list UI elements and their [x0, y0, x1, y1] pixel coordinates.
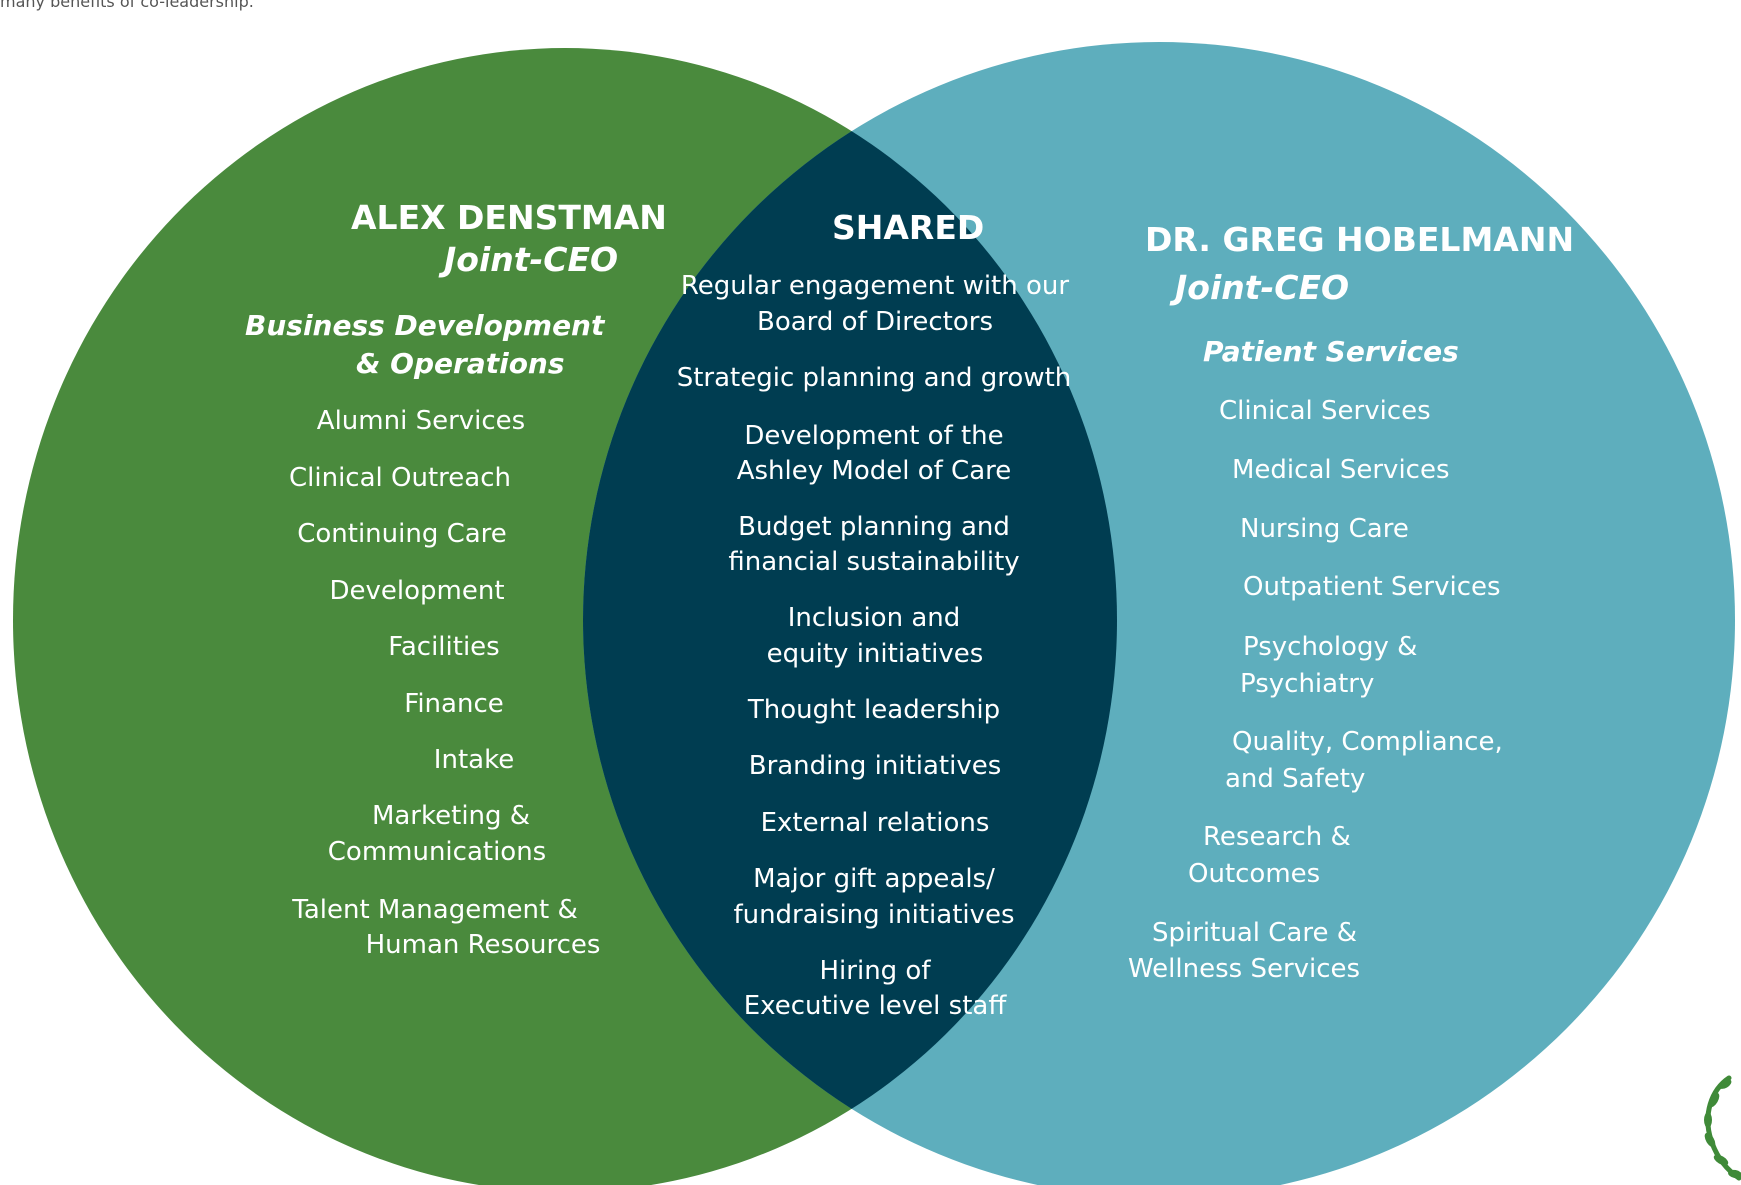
- left-item-intake: Intake: [433, 745, 515, 775]
- shared-item-board-2: Board of Directors: [757, 307, 993, 337]
- overlap-region: [583, 48, 1117, 1185]
- shared-item-model-1: Development of the: [744, 421, 1004, 451]
- shared-item-gift-1: Major gift appeals/: [753, 864, 995, 894]
- right-item-nursing-care: Nursing Care: [1240, 514, 1409, 544]
- left-title: Joint-CEO: [444, 240, 619, 279]
- shared-item-budget-1: Budget planning and: [738, 512, 1010, 542]
- right-item-research: Research &: [1203, 822, 1351, 852]
- left-item-continuing-care: Continuing Care: [297, 519, 507, 549]
- shared-item-inclusion-1: Inclusion and: [787, 603, 961, 633]
- right-item-medical-services: Medical Services: [1232, 455, 1450, 485]
- shared-item-model-2: Ashley Model of Care: [736, 456, 1012, 486]
- right-item-outpatient: Outpatient Services: [1243, 572, 1501, 602]
- right-item-spiritual: Spiritual Care &: [1152, 918, 1357, 948]
- left-area-line2: & Operations: [356, 347, 565, 380]
- intro-text: many benefits of co-leadership.: [0, 0, 254, 11]
- left-item-marketing: Marketing &: [371, 801, 531, 831]
- right-name: DR. GREG HOBELMANN: [1145, 220, 1575, 259]
- right-item-psychology: Psychology &: [1243, 632, 1418, 662]
- shared-item-branding: Branding initiatives: [748, 751, 1002, 781]
- left-name: ALEX DENSTMAN: [351, 198, 667, 237]
- shared-item-gift-2: fundraising initiatives: [733, 900, 1015, 930]
- shared-item-strategic: Strategic planning and growth: [676, 363, 1072, 393]
- left-area-line1: Business Development: [245, 309, 605, 342]
- shared-heading: SHARED: [832, 208, 985, 247]
- right-item-clinical-services: Clinical Services: [1219, 396, 1431, 426]
- left-item-facilities: Facilities: [388, 632, 500, 662]
- left-item-finance: Finance: [404, 689, 504, 719]
- right-item-psychiatry: Psychiatry: [1240, 669, 1375, 699]
- right-item-outcomes: Outcomes: [1188, 859, 1321, 889]
- right-item-safety: and Safety: [1225, 764, 1366, 794]
- shared-item-hiring-2: Executive level staff: [743, 991, 1007, 1021]
- left-item-clinical-outreach: Clinical Outreach: [289, 463, 511, 493]
- left-item-talent-management: Talent Management &: [292, 895, 578, 925]
- shared-item-external: External relations: [760, 808, 990, 838]
- left-item-human-resources: Human Resources: [365, 930, 601, 960]
- right-area: Patient Services: [1203, 335, 1459, 368]
- right-item-quality: Quality, Compliance,: [1232, 727, 1503, 757]
- leaf-logo-icon: [1704, 1075, 1741, 1181]
- right-title: Joint-CEO: [1175, 268, 1350, 307]
- left-item-development: Development: [329, 576, 505, 606]
- left-item-alumni-services: Alumni Services: [316, 406, 526, 436]
- right-item-wellness: Wellness Services: [1128, 954, 1361, 984]
- shared-item-thought: Thought leadership: [747, 695, 1001, 725]
- shared-item-inclusion-2: equity initiatives: [766, 639, 984, 669]
- shared-item-board-1: Regular engagement with our: [680, 271, 1070, 301]
- shared-item-budget-2: financial sustainability: [728, 547, 1020, 577]
- left-item-communications: Communications: [327, 837, 547, 867]
- shared-item-hiring-1: Hiring of: [819, 956, 931, 986]
